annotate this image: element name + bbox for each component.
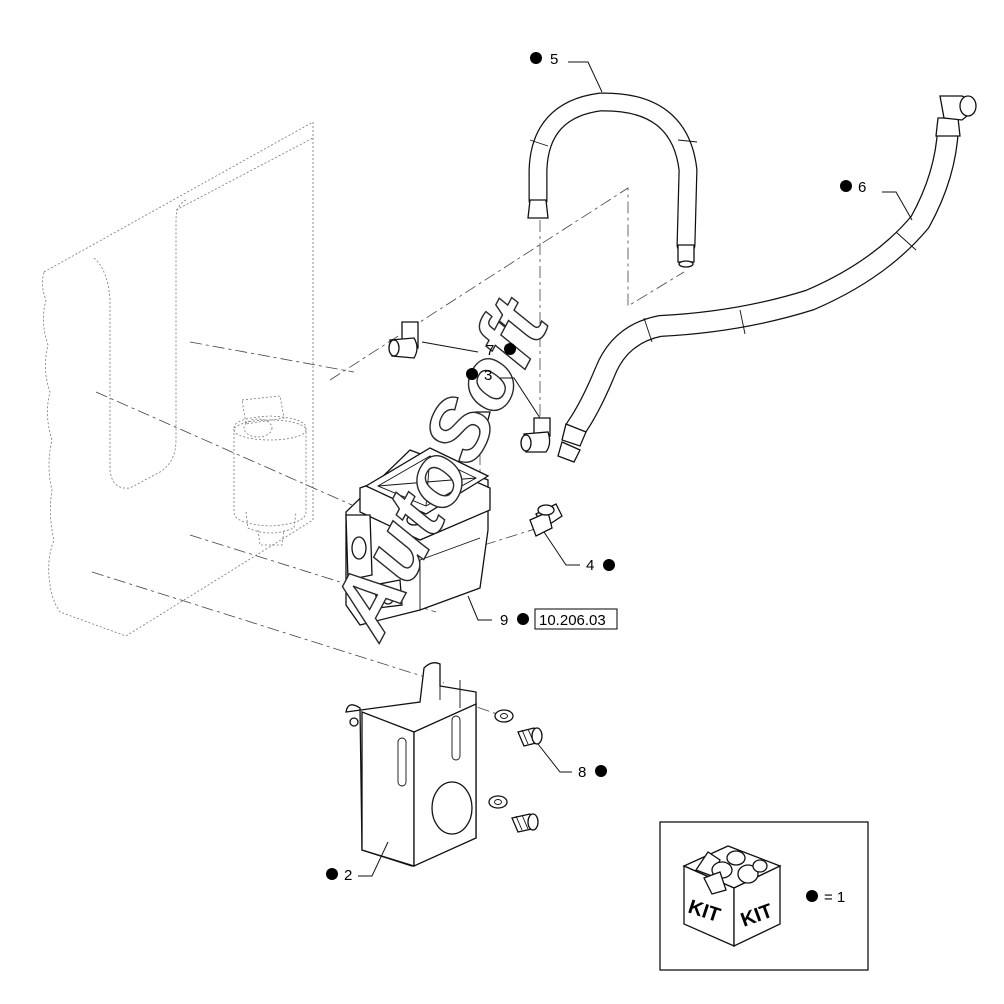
reference-box xyxy=(534,608,618,630)
callout-8-number: 8 xyxy=(578,764,586,781)
callout-3: 3 xyxy=(466,367,492,384)
kit-quantity: = 1 xyxy=(824,889,845,906)
callout-3-number: 3 xyxy=(484,367,492,384)
callout-5: 5 xyxy=(530,51,558,68)
callout-9-number: 9 xyxy=(500,612,508,629)
kit-bullet xyxy=(806,890,818,902)
callout-2-number: 2 xyxy=(344,867,352,884)
callout-4-number: 4 xyxy=(586,557,594,574)
callout-2: 2 xyxy=(326,867,352,884)
callout-7: 7 xyxy=(486,342,516,359)
fitting-7 xyxy=(388,321,419,359)
fitting-4 xyxy=(529,503,563,537)
screw-top xyxy=(475,411,491,437)
hose-6 xyxy=(557,95,977,463)
callout-8: 8 xyxy=(578,764,607,781)
filter-canister xyxy=(233,395,307,546)
callout-5-number: 5 xyxy=(550,51,558,68)
kit-box-icon xyxy=(682,845,782,948)
kit-legend: KIT KIT = 1 xyxy=(659,821,869,971)
leader-lines xyxy=(358,61,913,877)
callout-7-number: 7 xyxy=(486,342,494,359)
callout-9: 9 10.206.03 xyxy=(500,608,618,630)
callout-6: 6 xyxy=(840,179,866,196)
background-panel xyxy=(42,121,314,637)
callout-4: 4 xyxy=(586,557,615,574)
callout-6-number: 6 xyxy=(858,179,866,196)
reference-number: 10.206.03 xyxy=(539,612,606,629)
fitting-3 xyxy=(520,417,551,453)
bolts-8 xyxy=(488,709,543,833)
bracket-2 xyxy=(345,662,477,868)
hose-5 xyxy=(527,92,698,268)
filter-housing xyxy=(345,447,491,626)
